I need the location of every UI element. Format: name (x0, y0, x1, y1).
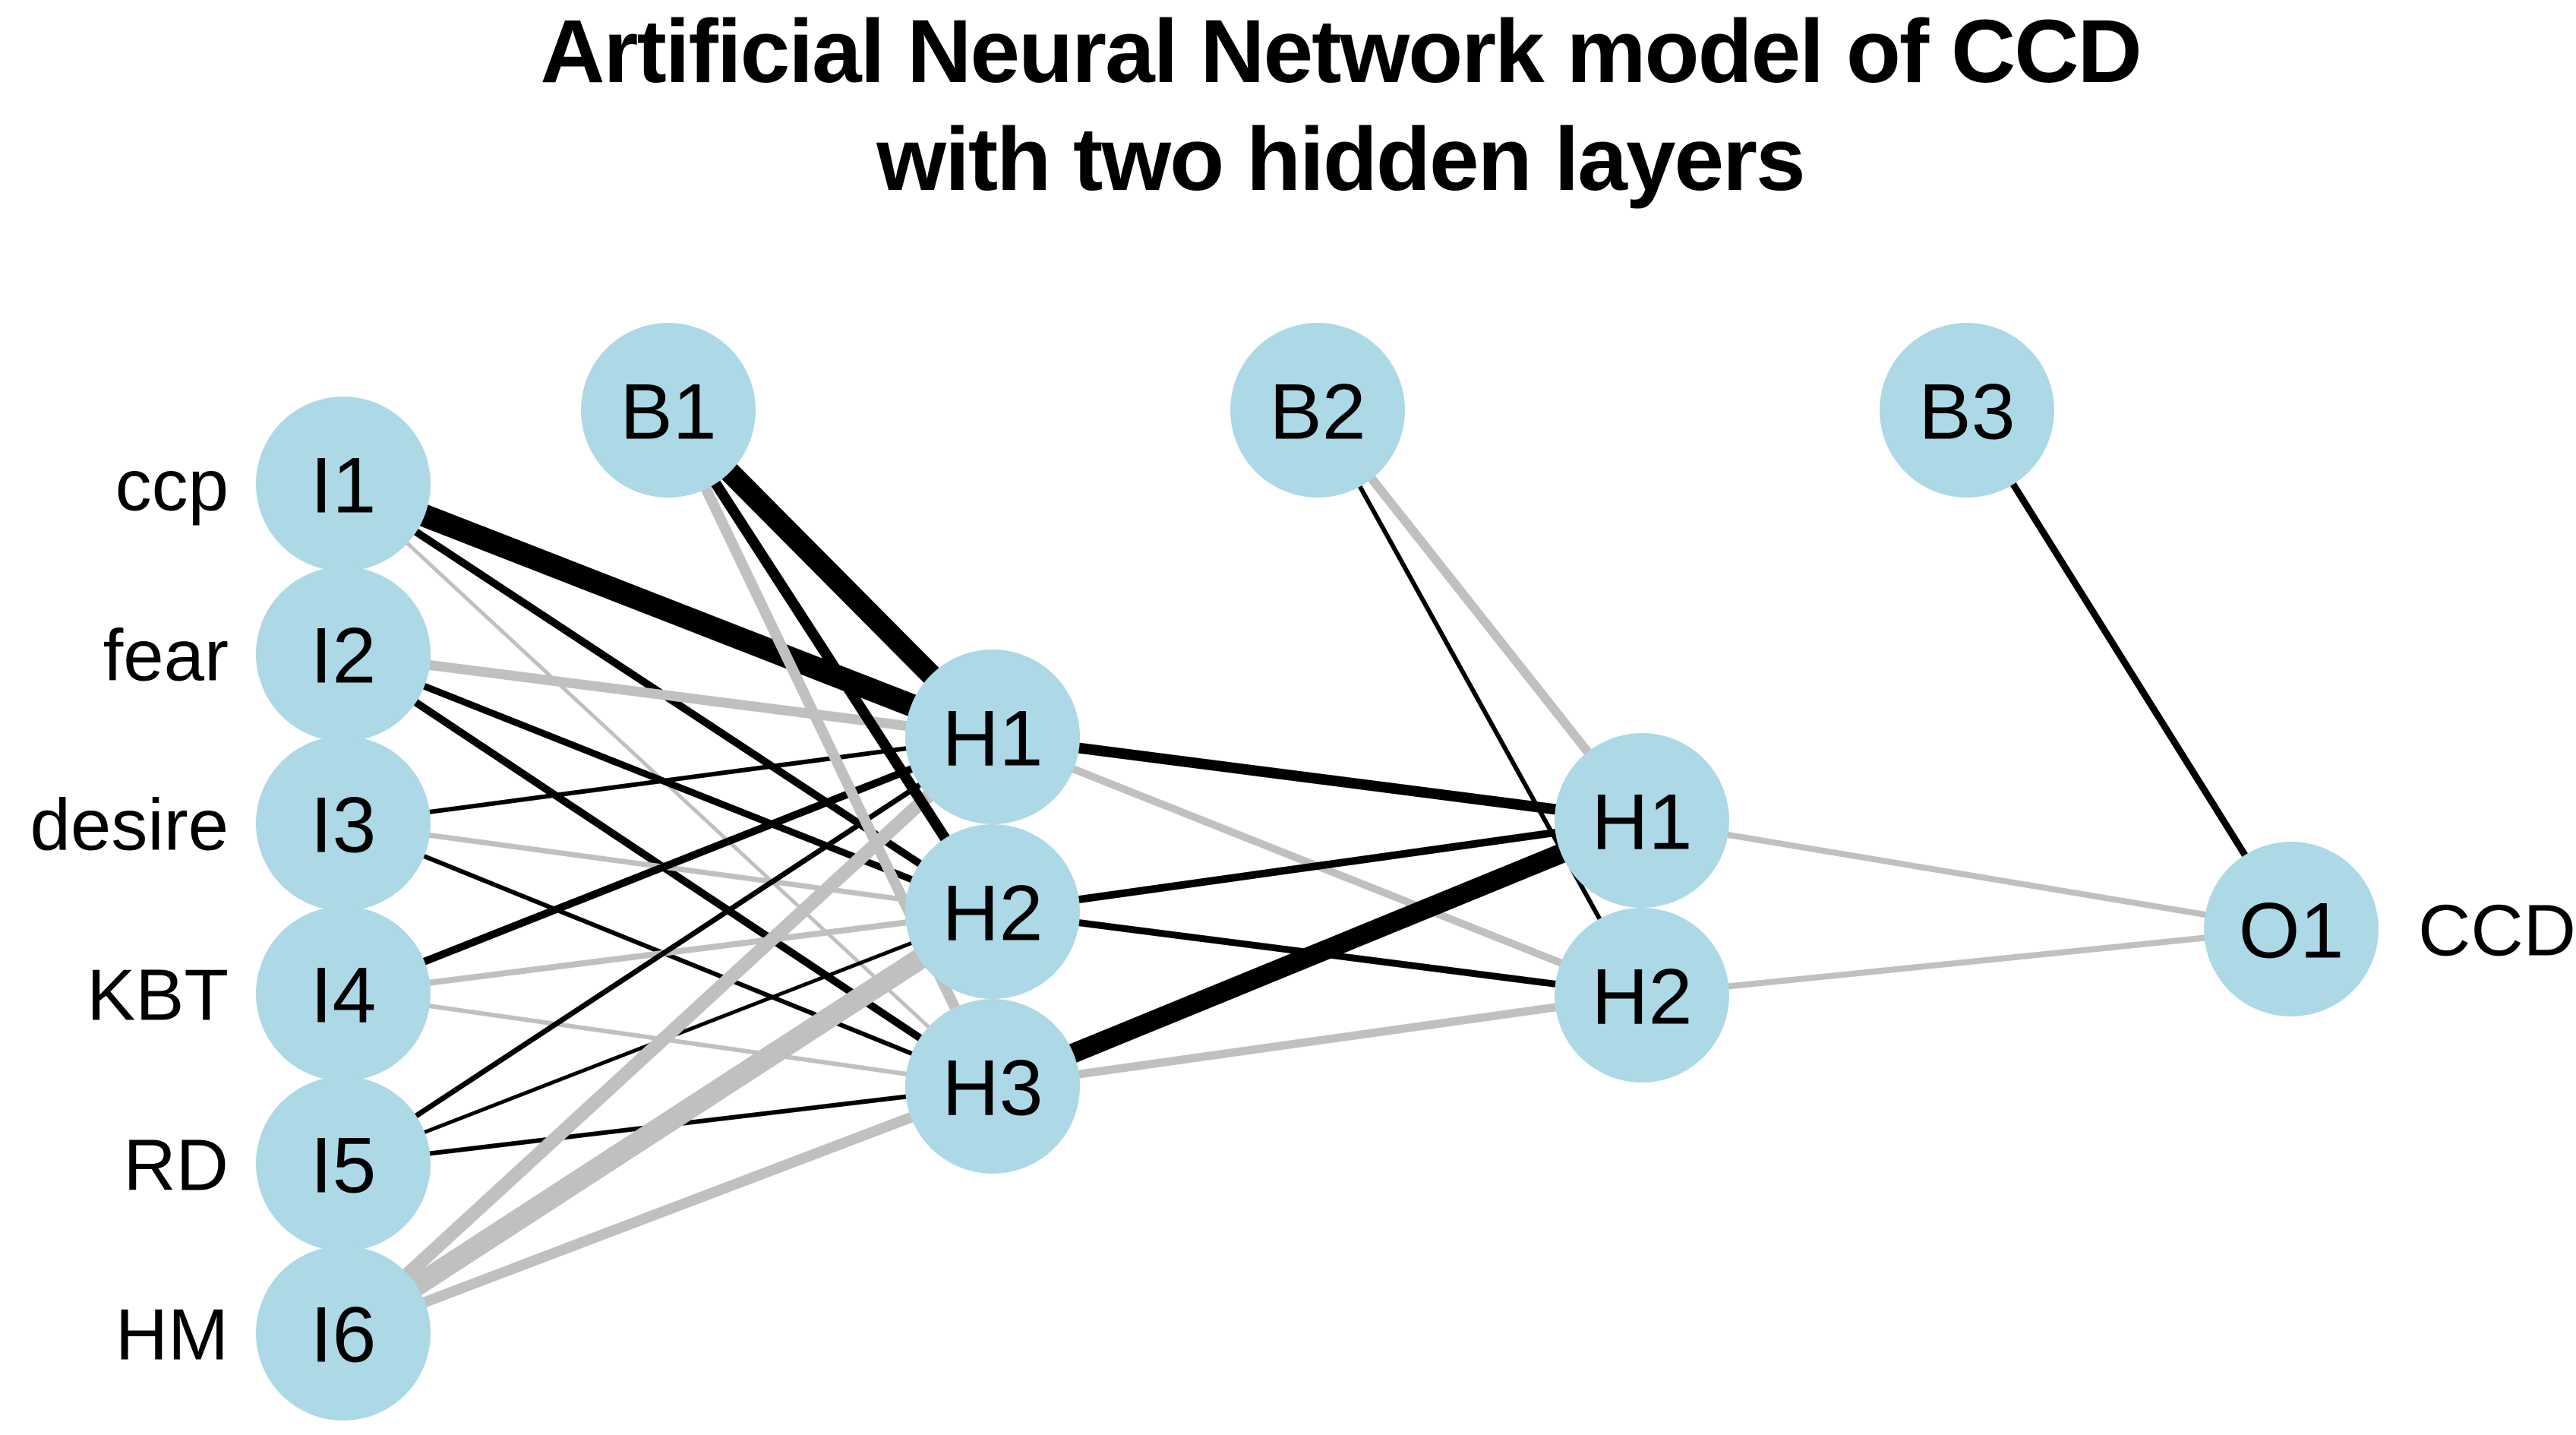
edge-H12-H21-pos (992, 817, 1643, 915)
node-circle-H12-hidden1 (905, 824, 1080, 999)
node-circle-I5-input (256, 1076, 431, 1251)
diagram-title: Artificial Neural Network model of CCD w… (540, 2, 2142, 210)
node-label-I1: I1 (311, 441, 377, 529)
edges-layer (337, 403, 2294, 1342)
edge-H13-H22-neg (992, 991, 1643, 1091)
node-circle-I3-input (256, 736, 431, 911)
node-circle-B1-bias1 (581, 323, 756, 498)
node-circle-I6-input (256, 1246, 431, 1421)
edge-I2-H11-neg (343, 649, 993, 742)
node-label-I5: I5 (311, 1121, 377, 1209)
edge-B3-O1-pos (1964, 408, 2294, 931)
node-label-I6: I6 (311, 1291, 377, 1379)
edge-I5-H11-pos (342, 735, 994, 1166)
edge-I6-H11-neg (338, 732, 998, 1339)
variable-label-desire: desire (30, 785, 229, 866)
edge-H21-O1-neg (1641, 817, 2292, 932)
edge-B1-H12-pos (664, 407, 997, 915)
node-circle-O1-output (2204, 842, 2379, 1016)
node-circle-H11-hidden1 (905, 650, 1080, 824)
edge-I4-H11-pos (342, 733, 994, 997)
variable-label-ccp: ccp (115, 445, 229, 526)
variable-label-fear: fear (103, 615, 229, 697)
node-label-H12: H2 (942, 869, 1043, 957)
edge-I6-H13-neg (341, 1081, 995, 1339)
node-label-I4: I4 (311, 951, 377, 1039)
edge-H11-H21-pos (992, 732, 1643, 826)
variable-label-CCD: CCD (2418, 890, 2576, 972)
node-label-I2: I2 (311, 612, 377, 700)
node-circle-I4-input (256, 906, 431, 1081)
variable-label-HM: HM (115, 1294, 229, 1376)
node-circle-H21-hidden2 (1555, 733, 1729, 908)
node-label-H21: H1 (1592, 778, 1693, 866)
node-circle-B3-bias3 (1880, 323, 2054, 498)
node-circle-H22-hidden2 (1555, 908, 1729, 1083)
node-circle-I1-input (256, 397, 431, 571)
node-circle-B2-bias2 (1230, 323, 1405, 498)
edge-B2-H22-pos (1315, 409, 1644, 997)
node-circle-H13-hidden1 (905, 999, 1080, 1174)
node-label-H13: H3 (942, 1044, 1043, 1132)
node-label-H11: H1 (942, 694, 1043, 782)
title-line-2: with two hidden layers (876, 109, 1804, 210)
node-label-O1: O1 (2239, 887, 2344, 975)
edge-H22-O1-neg (1641, 926, 2292, 998)
edge-I6-H12-neg (337, 902, 999, 1342)
node-circle-I2-input (256, 567, 431, 741)
node-label-B1: B1 (620, 368, 716, 456)
edge-H13-H21-pos (989, 811, 1646, 1096)
node-label-B2: B2 (1269, 368, 1365, 456)
edge-I1-H11-pos (339, 473, 997, 748)
node-label-B3: B3 (1918, 368, 2015, 456)
variable-label-KBT: KBT (87, 955, 229, 1036)
variable-label-RD: RD (123, 1125, 229, 1206)
node-label-I3: I3 (311, 781, 377, 869)
node-label-H22: H2 (1592, 953, 1693, 1041)
title-line-1: Artificial Neural Network model of CCD (540, 2, 2140, 102)
